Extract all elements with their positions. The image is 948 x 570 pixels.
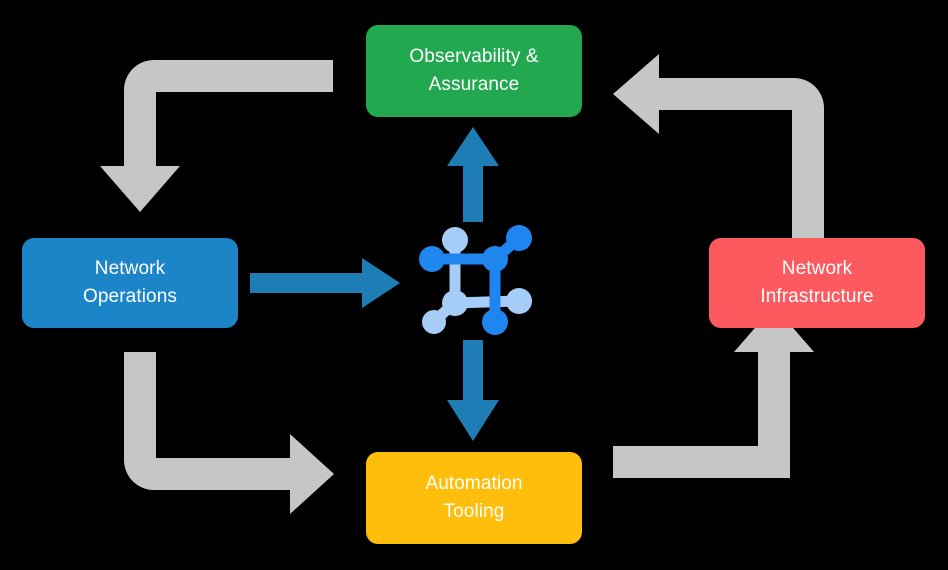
icon-node-right-low [506, 288, 532, 314]
arrow-netops-to-center [250, 258, 400, 308]
icon-nodes-dark [419, 225, 532, 335]
node-automation-tooling[interactable]: Automation Tooling [366, 452, 582, 544]
arrow-automation-to-netinfra [613, 306, 814, 478]
arrow-netops-to-automation [124, 352, 334, 514]
icon-node-top-right [506, 225, 532, 251]
icon-node-bottom-center [482, 309, 508, 335]
icon-node-top-left [442, 227, 468, 253]
icon-node-left [419, 246, 445, 272]
icon-node-center [482, 246, 508, 272]
icon-edges-dark [426, 233, 524, 328]
icon-edges-light [426, 235, 524, 327]
node-network-operations[interactable]: Network Operations [22, 238, 238, 328]
icon-nodes-light [422, 227, 532, 334]
arrow-center-to-automation [447, 340, 499, 441]
arrow-netinfra-to-observability [613, 54, 824, 238]
icon-node-mid-left [442, 290, 468, 316]
arrow-observability-to-netops [100, 60, 333, 212]
node-network-infrastructure[interactable]: Network Infrastructure [709, 238, 925, 328]
icon-node-bottom-left [422, 310, 446, 334]
arrow-center-to-observability [447, 127, 499, 222]
node-observability-assurance[interactable]: Observability & Assurance [366, 25, 582, 117]
